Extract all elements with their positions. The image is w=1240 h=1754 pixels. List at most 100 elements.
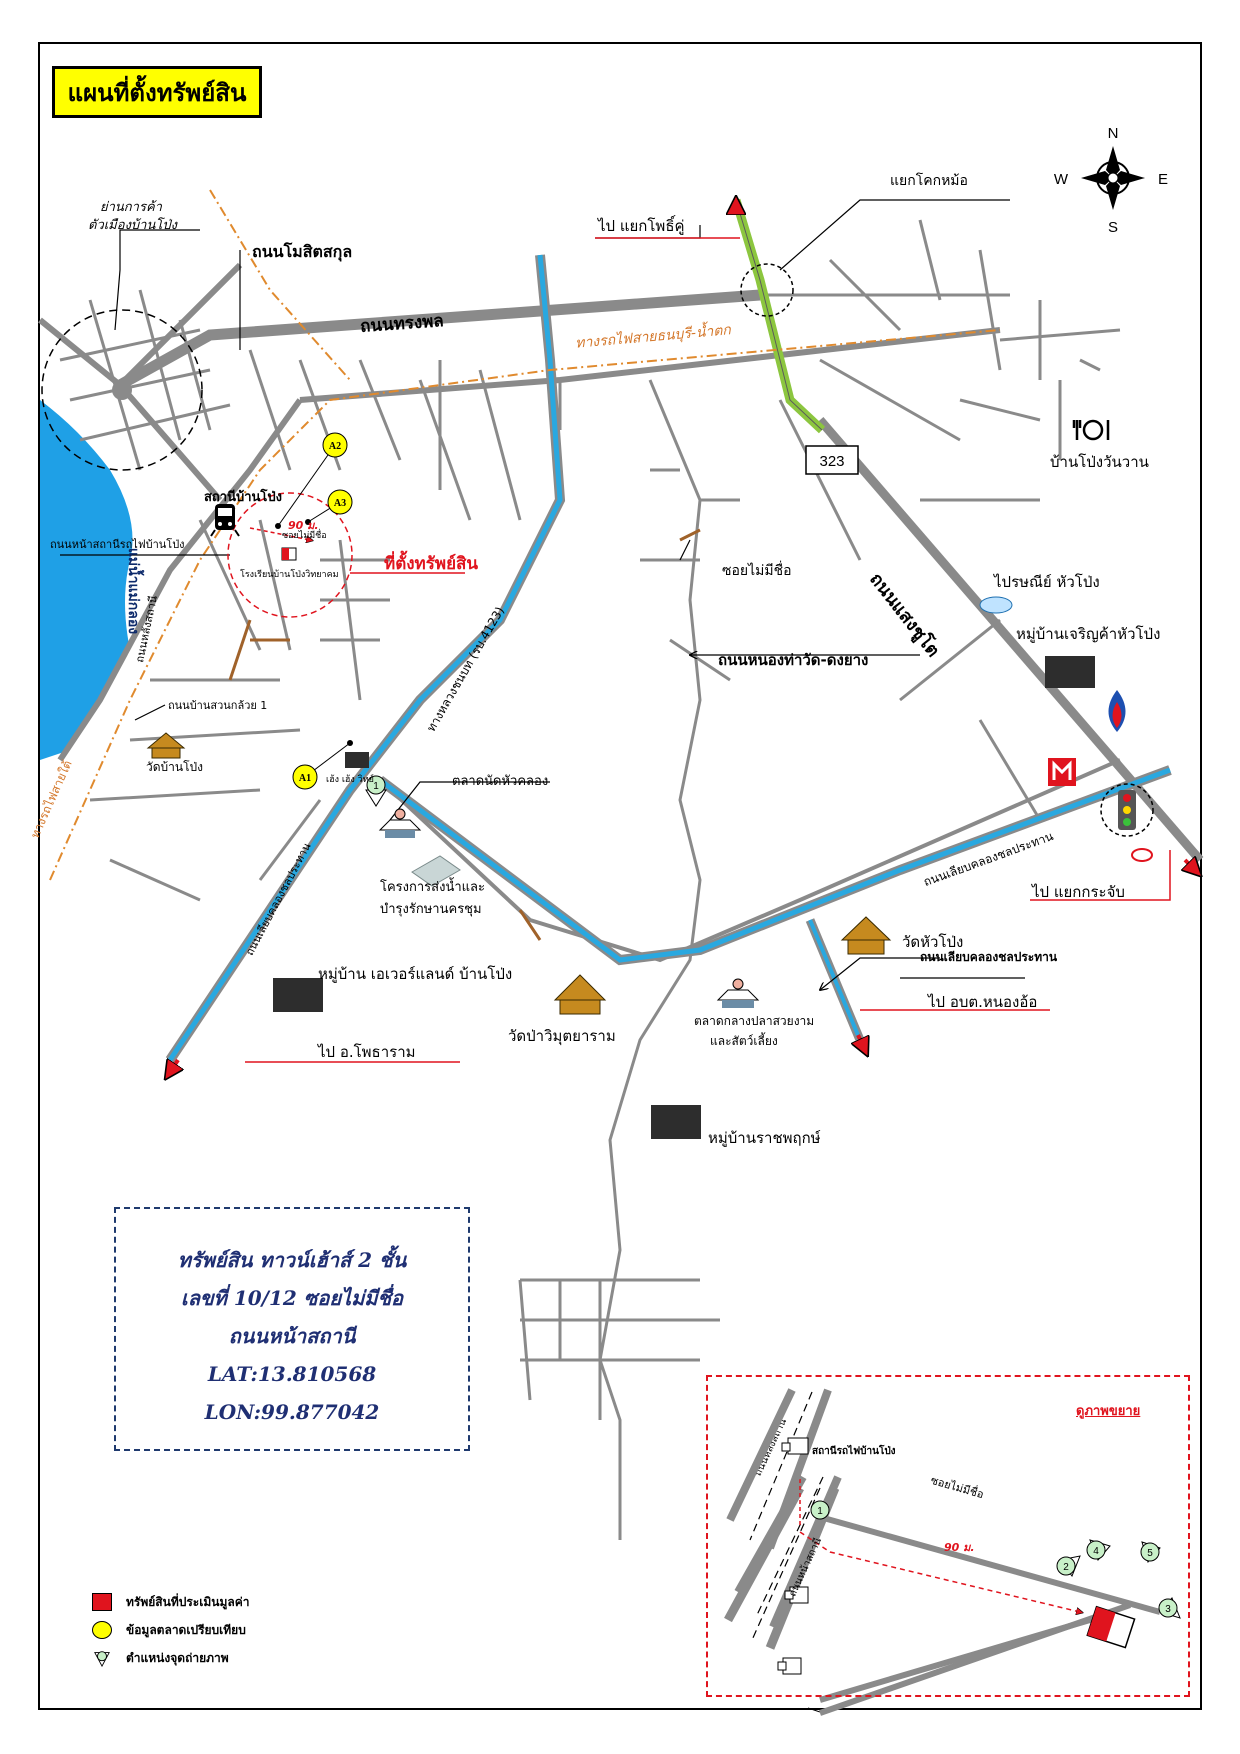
zoom-station-label: สถานีรถไฟบ้านโป่ง	[812, 1446, 896, 1457]
zoom-dist-label: 90 ม.	[944, 1541, 975, 1554]
callout-lines	[60, 199, 1025, 990]
label-property: ที่ตั้งทรัพย์สิน	[384, 554, 479, 574]
town-streets	[59, 219, 1121, 1540]
legend-photo-label: ตำแหน่งจุดถ่ายภาพ	[126, 1650, 229, 1665]
label-ban-pong-wanwan: บ้านโป่งวันวาน	[1050, 453, 1149, 471]
label-market-town2: ตัวเมืองบ้านโป่ง	[88, 218, 177, 233]
label-to-krachap: ไป แยกกระจับ	[1032, 883, 1125, 901]
label-unnamed-soi: ซอยไม่มีชื่อ	[722, 563, 792, 579]
village-photos	[273, 656, 1095, 1139]
property-info-box: ทรัพย์สิน ทาวน์เฮ้าส์ 2 ชั้น เลขที่ 10/1…	[114, 1207, 470, 1451]
compass-e: E	[1158, 171, 1168, 188]
marker-a3: A3	[334, 498, 346, 509]
zoom-property	[1086, 1605, 1136, 1649]
label-dist: 90 ม.	[288, 519, 319, 532]
label-fish-market2: และสัตว์เลี้ยง	[710, 1034, 778, 1048]
label-nongtha: ถนนหนองท่าวัด-ดงยาง	[718, 651, 869, 669]
compass-icon	[1081, 146, 1145, 210]
label-everland: หมู่บ้าน เอเวอร์แลนด์ บ้านโป่ง	[318, 965, 513, 983]
label-wat-pa: วัดป่าวิมุตยาราม	[508, 1027, 616, 1045]
green-segment-outline	[735, 199, 823, 431]
market-icon	[378, 808, 760, 1008]
label-to-photharam: ไป อ.โพธาราม	[318, 1043, 416, 1061]
label-irrigation2: บำรุงรักษานครชุม	[380, 902, 482, 917]
legend-comparable-label: ข้อมูลตลาดเปรียบเทียบ	[126, 1622, 246, 1637]
info-lat: LAT:13.810568	[207, 1362, 377, 1386]
info-line2: เลขที่ 10/12 ซอยไม่มีชื่อ	[180, 1286, 404, 1310]
info-line1: ทรัพย์สิน ทาวน์เฮ้าส์ 2 ชั้น	[177, 1248, 407, 1272]
zoom-pt-1: 1	[817, 1506, 823, 1517]
zoom-title[interactable]: ดูภาพขยาย	[1076, 1404, 1141, 1419]
label-market-town: ย่านการค้า	[100, 200, 162, 215]
legend-photo-icon	[94, 1651, 110, 1667]
town-circle	[41, 309, 203, 471]
label-to-phothikhu: ไป แยกโพธิ์คู่	[598, 217, 685, 235]
label-mosit: ถนนโมสิตสกุล	[252, 242, 353, 261]
label-soi-small: ซอยไม่มีชื่อ	[282, 531, 327, 541]
red-underlines	[245, 237, 1171, 1063]
property-dist-arrow	[249, 527, 310, 540]
label-wat-ban-pong: วัดบ้านโป่ง	[146, 760, 204, 774]
label-to-nong-o: ไป อบต.หนองอ้อ	[928, 993, 1038, 1011]
temple-icon	[146, 732, 892, 1015]
marker-a2: A2	[329, 441, 341, 452]
roundabout	[112, 380, 132, 400]
legend-row-photo: ตำแหน่งจุดถ่ายภาพ	[92, 1644, 250, 1672]
label-fish-market1: ตลาดกลางปลาสวยงาม	[694, 1014, 815, 1028]
label-wat-hua-pong: วัดหัวโป่ง	[902, 933, 964, 951]
zoom-soi-road-main	[819, 1514, 1161, 1615]
kokmo-circle	[740, 263, 794, 317]
compass-s: S	[1108, 219, 1118, 236]
zoom-photo-points	[810, 1500, 1181, 1619]
legend-property-label: ทรัพย์สินที่ประเมินมูลค่า	[126, 1594, 250, 1609]
label-kokmo: แยกโคกหม้อ	[890, 173, 968, 189]
major-roads	[38, 262, 1204, 963]
label-suan-kluai: ถนนบ้านสวนกล้วย 1	[168, 699, 268, 712]
map-title: แผนที่ตั้งทรัพย์สิน	[52, 66, 262, 118]
legend-property-swatch	[92, 1593, 112, 1611]
label-canal-road-se: ถนนเลียบคลองชลประทาน	[920, 950, 1058, 964]
train-icon	[210, 504, 240, 537]
railway-lines	[49, 189, 1001, 881]
restaurant-icon	[1072, 419, 1110, 441]
label-ratchaphruek: หมู่บ้านราชพฤกษ์	[708, 1129, 821, 1147]
photo-point-1	[365, 775, 387, 807]
legend-row-property: ทรัพย์สินที่ประเมินมูลค่า	[92, 1588, 250, 1616]
nissan-icon	[1131, 848, 1153, 862]
label-school: โรงเรียนบ้านโป่งวิทยาคม	[240, 570, 339, 580]
zoom-pt-2: 2	[1063, 1562, 1069, 1573]
label-post: ไปรษณีย์ หัวโป่ง	[994, 573, 1100, 591]
photo-point-1-label: 1	[373, 781, 379, 792]
zoom-inset	[706, 1375, 1190, 1697]
info-lon: LON:99.877042	[204, 1400, 380, 1424]
legend-comparable-swatch	[92, 1621, 112, 1639]
signal-circle	[1100, 783, 1154, 837]
canals	[165, 254, 1172, 1063]
highway-number: 323	[819, 453, 844, 470]
label-charoen: หมู่บ้านเจริญค้าหัวโป่ง	[1016, 625, 1161, 643]
info-line3: ถนนหน้าสถานี	[228, 1324, 356, 1348]
river-shape	[40, 400, 133, 760]
brown-stubs	[228, 528, 701, 941]
comparable-a2	[275, 432, 348, 529]
property-marker	[281, 547, 297, 561]
destination-arrows	[170, 205, 1195, 1072]
hardware-logo-inner	[1052, 760, 1072, 780]
post-icon	[979, 596, 1013, 614]
comparable-a3	[305, 489, 353, 525]
compass-n: N	[1108, 125, 1119, 142]
compass-w: W	[1054, 171, 1069, 188]
legend-row-comparable: ข้อมูลตลาดเปรียบเทียบ	[92, 1616, 250, 1644]
highway-shield	[805, 445, 859, 475]
label-station: สถานีบ้านโป่ง	[204, 490, 283, 505]
zoom-dist-arrow	[799, 1531, 1080, 1612]
traffic-light-icon	[1118, 790, 1136, 830]
marker-a1: A1	[299, 773, 311, 784]
legend: ทรัพย์สินที่ประเมินมูลค่า ข้อมูลตลาดเปรี…	[92, 1588, 250, 1672]
zoom-pt-4: 4	[1093, 1546, 1099, 1557]
comparable-a1	[292, 740, 353, 790]
label-market-canal: ตลาดนัดหัวคลอง	[452, 774, 549, 789]
